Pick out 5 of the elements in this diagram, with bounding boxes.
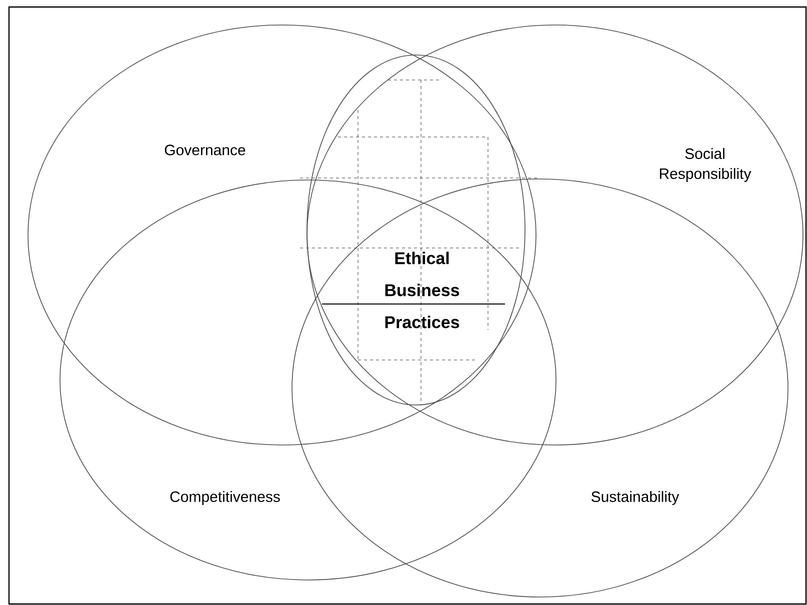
ellipse-label: Social Responsibility xyxy=(660,148,752,182)
ellipse-label: Ethical Business Practices xyxy=(385,252,460,328)
ellipse-label: Competitiveness xyxy=(170,491,280,505)
ellipse-label: Sustainability xyxy=(591,491,680,505)
ellipse-label: Governance xyxy=(164,144,246,156)
